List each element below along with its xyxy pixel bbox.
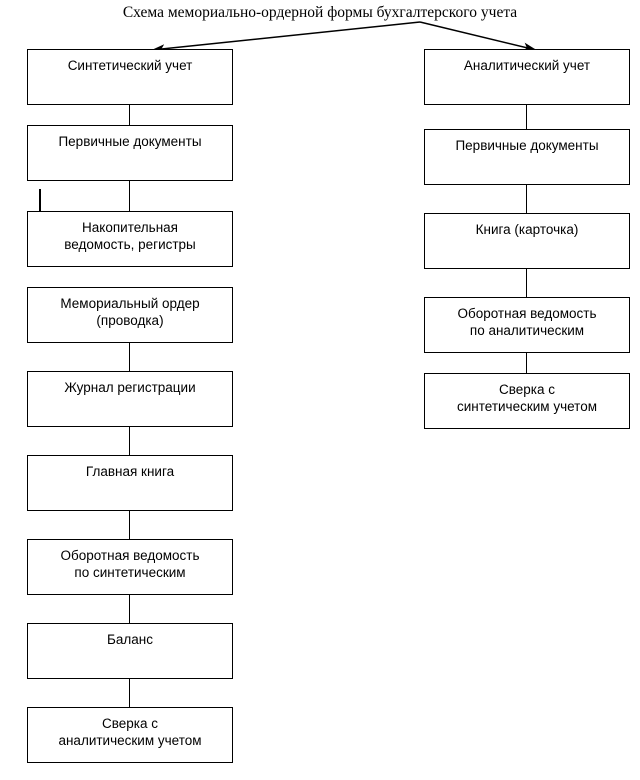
node-line: Книга (карточка) xyxy=(475,222,579,237)
node-book-card[interactable]: Книга (карточка) xyxy=(424,213,630,269)
node-balance-sheet[interactable]: Баланс xyxy=(27,623,233,679)
tick-mark xyxy=(39,189,42,211)
node-synthetic-accounting[interactable]: Синтетический учет xyxy=(27,49,233,105)
connector-r3-r4 xyxy=(526,251,528,299)
node-line: по синтетическим xyxy=(74,565,186,580)
node-line: Оборотная ведомость xyxy=(457,306,597,321)
node-line: аналитическим учетом xyxy=(58,733,202,748)
connector-r1-r2 xyxy=(526,85,528,131)
connector-l6-l7 xyxy=(129,511,131,541)
connector-l8-l9 xyxy=(129,679,131,709)
connector-r2-r3 xyxy=(526,167,528,215)
arrow-to-analytic-icon xyxy=(419,21,537,52)
node-primary-documents-right[interactable]: Первичные документы xyxy=(424,129,630,185)
connector-l4-l5 xyxy=(129,343,131,373)
connector-l2-l3 xyxy=(129,163,131,215)
node-line: Мемориальный ордер xyxy=(60,296,200,311)
node-line: синтетическим учетом xyxy=(457,399,597,414)
node-accumulative-sheet[interactable]: Накопительная ведомость, регистры xyxy=(27,211,233,267)
node-registration-journal[interactable]: Журнал регистрации xyxy=(27,371,233,427)
node-line: Первичные документы xyxy=(455,138,599,153)
node-turnover-sheet-synthetic[interactable]: Оборотная ведомость по синтетическим xyxy=(27,539,233,595)
node-line: Главная книга xyxy=(85,464,175,479)
node-memorial-order[interactable]: Мемориальный ордер (проводка) xyxy=(27,287,233,343)
connector-l1-l2 xyxy=(129,85,131,143)
node-primary-documents-left[interactable]: Первичные документы xyxy=(27,125,233,181)
node-line: ведомость, регистры xyxy=(64,237,196,252)
node-line: Накопительная xyxy=(82,220,178,235)
node-line: Сверка с xyxy=(499,382,555,397)
node-line: Аналитический учет xyxy=(463,58,591,73)
node-line: (проводка) xyxy=(96,313,164,328)
node-line: Первичные документы xyxy=(58,134,202,149)
node-reconciliation-with-synthetic[interactable]: Сверка с синтетическим учетом xyxy=(424,373,630,429)
connector-l7-l8 xyxy=(129,595,131,625)
node-turnover-sheet-analytic[interactable]: Оборотная ведомость по аналитическим xyxy=(424,297,630,353)
diagram-title: Схема мемориально-ордерной формы бухгалт… xyxy=(122,4,518,21)
node-general-ledger[interactable]: Главная книга xyxy=(27,455,233,511)
connector-l5-l6 xyxy=(129,427,131,457)
arrow-to-synthetic-icon xyxy=(151,21,421,54)
node-reconciliation-with-analytic[interactable]: Сверка с аналитическим учетом xyxy=(27,707,233,763)
node-line: Оборотная ведомость xyxy=(60,548,200,563)
node-line: по аналитическим xyxy=(469,323,585,338)
node-line: Баланс xyxy=(107,632,153,647)
node-line: Журнал регистрации xyxy=(64,380,196,395)
node-line: Синтетический учет xyxy=(67,58,193,73)
node-line: Сверка с xyxy=(102,716,158,731)
node-analytic-accounting[interactable]: Аналитический учет xyxy=(424,49,630,105)
connector-r4-r5 xyxy=(526,353,528,375)
